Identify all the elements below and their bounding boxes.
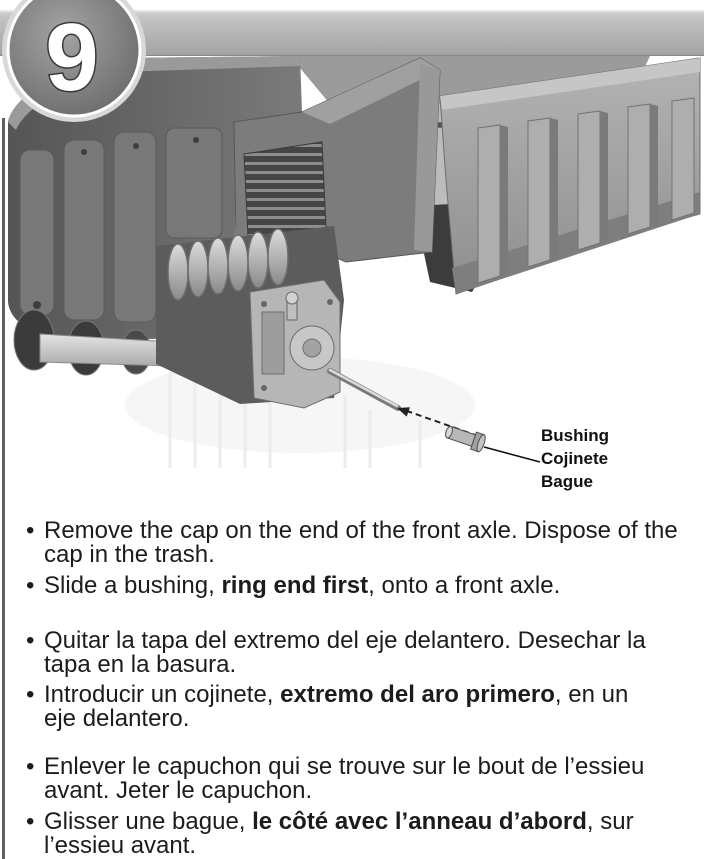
header-band-highlight bbox=[0, 10, 704, 12]
gear-coil bbox=[227, 234, 249, 292]
bullet-dot: • bbox=[26, 572, 35, 599]
body-side-panel bbox=[63, 139, 105, 321]
body-bolt bbox=[33, 301, 41, 309]
body-side-panel bbox=[113, 131, 157, 323]
bushing-end bbox=[445, 425, 453, 439]
fender-rib bbox=[477, 124, 501, 284]
page-spine-line bbox=[2, 118, 5, 859]
gearbox-bolt bbox=[261, 301, 267, 307]
instruction-line: l’essieu avant. bbox=[44, 832, 197, 859]
part-label-spanish: Cojinete bbox=[541, 449, 609, 468]
fender-rim bbox=[440, 58, 700, 110]
vent-grille bbox=[243, 141, 327, 237]
step-number: 9 bbox=[45, 4, 98, 111]
instruction-text: Introducir un cojinete, bbox=[44, 681, 281, 708]
instruction-bullet-french-2: • Glisser une bague, le côté avec l’anne… bbox=[0, 810, 704, 858]
bushing-ring-face bbox=[476, 434, 486, 453]
bullet-dot: • bbox=[26, 753, 35, 780]
instruction-line: Enlever le capuchon qui se trouve sur le… bbox=[44, 753, 645, 780]
instruction-bullet-spanish-2: • Introducir un cojinete, extremo del ar… bbox=[0, 683, 704, 731]
instruction-line: tapa en la basura. bbox=[44, 651, 237, 678]
part-label-french: Bague bbox=[541, 472, 593, 491]
fender-rib bbox=[627, 103, 651, 235]
instruction-emphasis: extremo del aro primero bbox=[280, 681, 555, 708]
bullet-dot: • bbox=[26, 808, 35, 835]
instruction-emphasis: ring end first bbox=[221, 572, 369, 599]
fender-rib-side bbox=[500, 125, 508, 276]
dash-panel-edge bbox=[414, 64, 440, 252]
fender-rib bbox=[671, 97, 695, 221]
instruction-line: cap in the trash. bbox=[44, 541, 215, 568]
bushing bbox=[445, 425, 486, 453]
instruction-line: Remove the cap on the end of the front a… bbox=[44, 517, 678, 544]
instruction-line: avant. Jeter le capuchon. bbox=[44, 777, 313, 804]
fender-rib-side bbox=[600, 111, 608, 243]
gearbox-bolt bbox=[261, 385, 267, 391]
dash-panel-highlight bbox=[302, 58, 440, 124]
header-band-shadow bbox=[0, 55, 704, 56]
axle-hub-inner bbox=[302, 338, 322, 358]
gearbox-plate-detail bbox=[261, 311, 285, 375]
instruction-bullet-english-2: • Slide a bushing, ring end first, onto … bbox=[0, 574, 704, 598]
body-side-panel bbox=[19, 149, 55, 316]
gear-coil bbox=[167, 243, 189, 301]
instruction-text: , en un bbox=[554, 681, 629, 708]
instruction-emphasis: le côté avec l’anneau d’abord bbox=[252, 808, 587, 835]
gear-coil bbox=[267, 228, 289, 286]
body-bolt bbox=[81, 149, 87, 155]
step-badge bbox=[6, 0, 142, 118]
fender-rib bbox=[577, 110, 601, 251]
fender-rib-side bbox=[550, 118, 558, 260]
part-label-english: Bushing bbox=[541, 426, 609, 445]
body-bolt bbox=[133, 143, 139, 149]
instruction-line: Introducir un cojinete, extremo del aro … bbox=[44, 683, 704, 707]
front-axle-highlight bbox=[328, 368, 399, 408]
label-leader-line bbox=[483, 446, 541, 463]
body-side-panel bbox=[165, 127, 223, 239]
instruction-text: Glisser une bague, bbox=[44, 808, 253, 835]
arrow-head bbox=[397, 407, 410, 417]
gearbox-bolt bbox=[327, 299, 333, 305]
instruction-line: Glisser une bague, le côté avec l’anneau… bbox=[44, 810, 704, 834]
body-bolt bbox=[193, 137, 199, 143]
instruction-line: Quitar la tapa del extremo del eje delan… bbox=[44, 627, 646, 654]
instruction-bullet-spanish-1: • Quitar la tapa del extremo del eje del… bbox=[0, 629, 704, 677]
gear-coil bbox=[207, 237, 229, 295]
instruction-text: , onto a front axle. bbox=[368, 572, 561, 599]
fender-rib-side bbox=[650, 104, 658, 227]
fender-rib bbox=[527, 117, 551, 268]
instruction-text: Slide a bushing, bbox=[44, 572, 222, 599]
instruction-line: Slide a bushing, ring end first, onto a … bbox=[44, 574, 704, 598]
gear-coils bbox=[167, 228, 289, 301]
instruction-text: , sur bbox=[586, 808, 634, 835]
instruction-line: eje delantero. bbox=[44, 705, 190, 732]
bullet-dot: • bbox=[26, 681, 35, 708]
gear-coil bbox=[187, 240, 209, 298]
bullet-dot: • bbox=[26, 517, 35, 544]
instruction-bullet-english-1: • Remove the cap on the end of the front… bbox=[0, 519, 704, 567]
instruction-bullet-french-1: • Enlever le capuchon qui se trouve sur … bbox=[0, 755, 704, 803]
gearbox-post-cap bbox=[285, 291, 299, 305]
bullet-dot: • bbox=[26, 627, 35, 654]
gear-coil bbox=[247, 231, 269, 289]
vehicle-illustration: 9 bbox=[0, 0, 704, 468]
floor-reflection bbox=[168, 372, 422, 468]
